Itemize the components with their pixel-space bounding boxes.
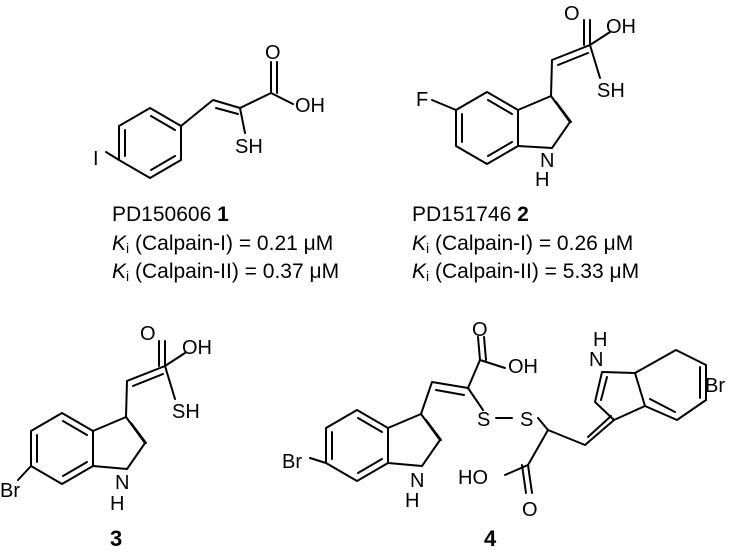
compound-3-structure: Br O OH SH N H xyxy=(0,323,212,515)
compound-1-ki-calpain-2: Ki (Calpain-II) = 0.37 μM xyxy=(112,260,339,284)
c3-thiol-bond xyxy=(164,365,176,400)
c2-pyrrole-ring xyxy=(517,95,571,149)
compound-1-number: 1 xyxy=(217,203,229,226)
c4-right-nh-h-label: H xyxy=(593,329,607,351)
c4-bottom-acid-ho-bond xyxy=(504,464,529,476)
c2-sh-label: SH xyxy=(597,80,625,102)
ki-symbol: K xyxy=(412,232,427,255)
c4-left-vinyl-chain xyxy=(420,381,469,415)
c2-pyrrole-double-bond xyxy=(555,101,572,123)
c4-left-benzo-ring xyxy=(325,409,389,482)
c4-right-benzo-ring xyxy=(634,349,707,421)
c4-right-pyrrole-double-bond xyxy=(600,376,608,401)
c1-iodine-label: I xyxy=(93,148,99,170)
ki-value-text: (Calpain-I) = 0.21 μM xyxy=(129,232,334,255)
c4-top-carbonyl-o-label: O xyxy=(472,319,488,341)
c3-nh-n-label: N xyxy=(115,472,129,494)
c1-carbonyl xyxy=(239,61,278,109)
c3-bromine-label: Br xyxy=(0,480,20,502)
compound-2-number: 2 xyxy=(517,203,529,226)
c1-iodo-bond xyxy=(105,151,120,161)
c4-bottom-ho-label: HO xyxy=(458,467,488,489)
c1-acid-oh-bond xyxy=(270,92,294,105)
c4-left-benzo-double-bonds xyxy=(331,417,383,474)
c4-disulfide-bonds xyxy=(467,387,549,431)
c2-nh-h-label: H xyxy=(535,169,549,191)
c4-right-nh-n-label: N xyxy=(589,349,603,371)
c2-vinyl-chain xyxy=(550,44,591,97)
compound-1-structure: I O OH SH xyxy=(93,42,325,179)
c3-carbonyl-o-label: O xyxy=(140,323,156,345)
ki-symbol: K xyxy=(412,260,427,283)
c3-oh-label: OH xyxy=(182,337,212,359)
c2-oh-label: OH xyxy=(606,16,636,38)
ki-value-text: (Calpain-I) = 0.26 μM xyxy=(429,232,634,255)
c3-acid-oh-bond xyxy=(164,352,186,367)
c2-benzo-ring xyxy=(455,91,519,165)
compound-1-code: PD150606 xyxy=(112,203,212,226)
c4-sulfur-1-label: S xyxy=(477,409,490,431)
c4-right-benzo-double-bonds xyxy=(649,366,701,413)
c3-pyrrole-double-bond xyxy=(130,422,147,444)
ki-subscript: i xyxy=(426,240,430,256)
compound-4-structure: Br Br O OH S S HO O N H H N xyxy=(282,319,725,521)
compound-2-caption: PD151746 2 xyxy=(412,203,529,227)
c3-carbonyl xyxy=(158,340,166,367)
c4-top-carbonyl xyxy=(467,336,487,389)
ki-subscript: i xyxy=(126,268,130,284)
c4-left-nh-h-label: H xyxy=(405,490,419,512)
compound-2-ki-calpain-1: Ki (Calpain-I) = 0.26 μM xyxy=(412,232,633,256)
ki-value-text: (Calpain-II) = 0.37 μM xyxy=(129,260,340,283)
c4-left-pyrrole-double-bond xyxy=(425,419,442,441)
ki-symbol: K xyxy=(112,260,127,283)
c2-acid-oh-bond xyxy=(589,31,611,46)
c2-thiol-bond xyxy=(589,44,601,79)
ki-symbol: K xyxy=(112,232,127,255)
c3-pyrrole-ring xyxy=(92,416,146,470)
c4-left-pyrrole-ring xyxy=(387,413,441,467)
c4-top-acid-oh-bond xyxy=(479,359,506,369)
c4-bottom-carbonyl-o-label: O xyxy=(522,499,538,521)
ki-value-text: (Calpain-II) = 5.33 μM xyxy=(429,260,640,283)
compound-1-ki-calpain-1: Ki (Calpain-I) = 0.21 μM xyxy=(112,232,333,256)
c4-left-bromine-label: Br xyxy=(282,451,302,473)
c1-oh-label: OH xyxy=(295,95,325,117)
c3-nh-h-label: H xyxy=(110,493,124,515)
compound-1-caption: PD150606 1 xyxy=(112,203,229,227)
c4-bottom-carbonyl xyxy=(521,429,549,494)
c1-thiol-bond xyxy=(239,107,246,134)
compound-2-code: PD151746 xyxy=(412,203,512,226)
c2-nh-n-label: N xyxy=(540,150,554,172)
ki-subscript: i xyxy=(126,240,130,256)
c2-carbonyl-o-label: O xyxy=(564,3,580,25)
c1-ring-double-bonds xyxy=(124,115,176,171)
c2-benzo-double-bonds xyxy=(461,99,513,157)
c1-carbonyl-o-label: O xyxy=(265,42,281,64)
c2-carbonyl xyxy=(583,19,591,46)
c1-vinyl-chain xyxy=(180,99,241,127)
compound-2-ki-calpain-2: Ki (Calpain-II) = 5.33 μM xyxy=(412,260,639,284)
c3-benzo-double-bonds xyxy=(36,420,88,477)
c4-right-bromine-label: Br xyxy=(705,375,725,397)
c4-right-pyrrole-ring xyxy=(594,371,646,421)
c3-sh-label: SH xyxy=(172,401,200,423)
c4-left-nh-n-label: N xyxy=(410,470,424,492)
c2-fluoro-bond xyxy=(431,99,457,111)
c3-benzo-ring xyxy=(30,412,94,485)
c1-sh-label: SH xyxy=(235,136,263,158)
c4-right-vinyl-chain xyxy=(547,415,615,446)
c4-top-oh-label: OH xyxy=(508,356,538,378)
c1-benzene-ring xyxy=(118,107,182,179)
c3-bromo-bond xyxy=(17,465,32,481)
compound-4-number: 4 xyxy=(484,526,497,551)
ki-subscript: i xyxy=(426,268,430,284)
c3-vinyl-chain xyxy=(125,365,166,418)
c2-fluorine-label: F xyxy=(416,89,428,111)
compound-2-structure: F O OH SH N H xyxy=(416,3,636,191)
c4-sulfur-2-label: S xyxy=(520,409,533,431)
c4-left-bromo-bond xyxy=(309,457,327,464)
compound-3-number: 3 xyxy=(110,526,123,551)
